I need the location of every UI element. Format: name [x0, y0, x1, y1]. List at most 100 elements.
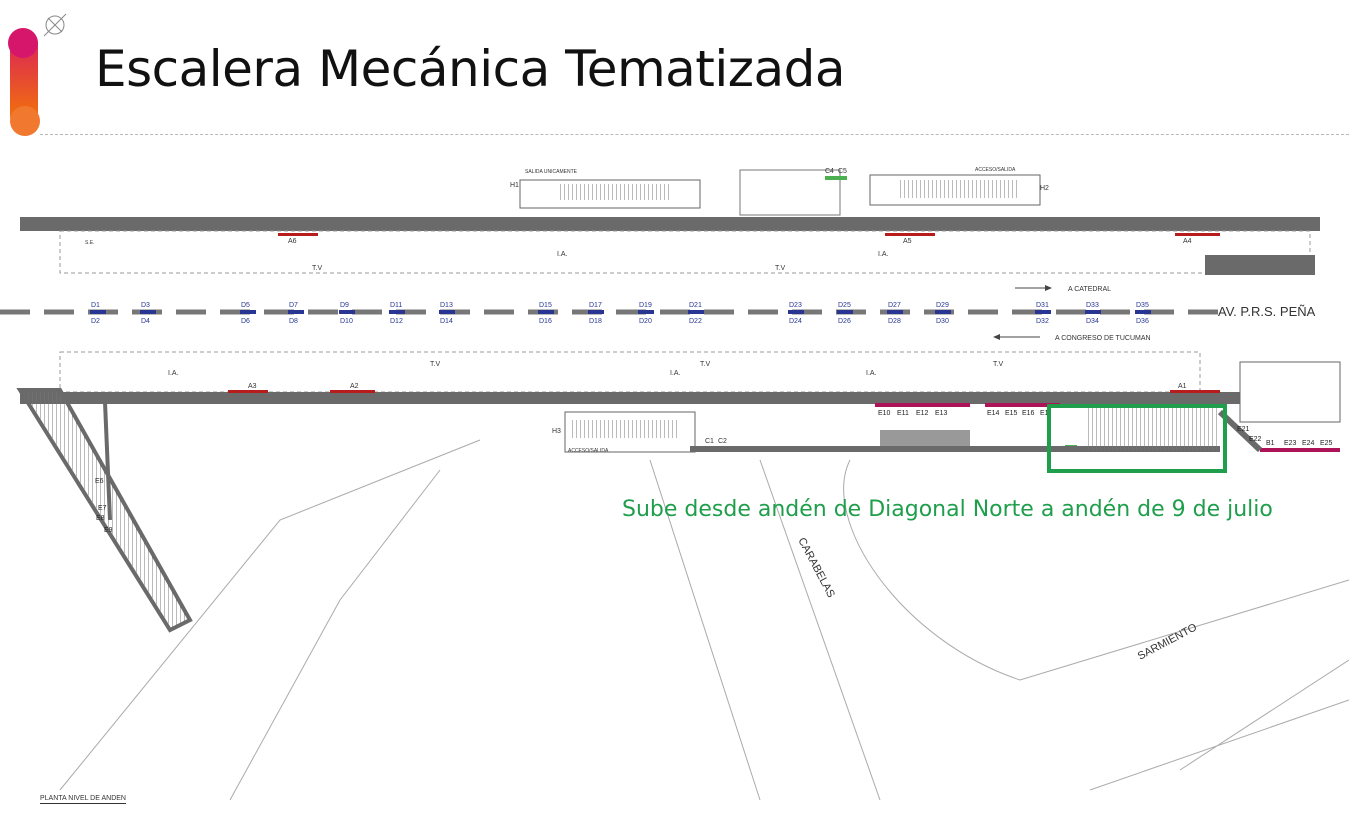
d-label-top: D21: [689, 302, 702, 309]
label-h2: H2: [1040, 185, 1049, 192]
d-label-bottom: D16: [539, 318, 552, 325]
label-a1: A1: [1178, 383, 1187, 390]
highlight-caption: Sube desde andén de Diagonal Norte a and…: [622, 497, 1273, 522]
upper-platform-wall: [20, 217, 1320, 231]
dir-congreso: A CONGRESO DE TUCUMAN: [1055, 335, 1151, 342]
elevator-block: [739, 169, 841, 216]
d-marker: [140, 310, 156, 314]
e-label: E22: [1249, 436, 1262, 443]
access-top-left: SALIDA UNICAMENTE: [525, 169, 578, 175]
highlight-box: [1047, 404, 1227, 473]
title-divider: [40, 134, 1349, 135]
label-tv-3: T.V: [430, 361, 440, 368]
e-label: E14: [987, 410, 1000, 417]
label-a2: A2: [350, 383, 359, 390]
label-c4: C4: [825, 168, 834, 175]
street-carabelas-outline: [649, 459, 881, 801]
label-a6: A6: [288, 238, 297, 245]
footer-label: PLANTA NIVEL DE ANDEN: [40, 795, 126, 804]
label-tv-1: T.V: [312, 265, 322, 272]
label-se: S.E.: [85, 240, 94, 246]
d-marker: [240, 310, 256, 314]
e-label: E7: [98, 505, 107, 512]
d-label-top: D31: [1036, 302, 1049, 309]
e-label: E6: [95, 478, 104, 485]
top-left-access: [519, 179, 701, 209]
d-label-top: D1: [91, 302, 100, 309]
d-marker: [588, 310, 604, 314]
d-marker: [935, 310, 951, 314]
equipment-room: [880, 430, 970, 446]
label-ia-5: I.A.: [866, 370, 877, 377]
d-label-bottom: D36: [1136, 318, 1149, 325]
label-c1: C1: [705, 438, 714, 445]
d-label-bottom: D24: [789, 318, 802, 325]
d-marker: [837, 310, 853, 314]
d-label-bottom: D4: [141, 318, 150, 325]
d-label-top: D7: [289, 302, 298, 309]
d-marker: [1085, 310, 1101, 314]
d-marker: [788, 310, 804, 314]
label-h1: H1: [510, 182, 519, 189]
d-label-bottom: D18: [589, 318, 602, 325]
e-label: E16: [1022, 410, 1035, 417]
d-label-bottom: D6: [241, 318, 250, 325]
d-label-bottom: D12: [390, 318, 403, 325]
label-tv-2: T.V: [775, 265, 785, 272]
d-marker: [439, 310, 455, 314]
label-ia-3: I.A.: [168, 370, 179, 377]
compass-icon: [43, 13, 67, 37]
d-label-top: D25: [838, 302, 851, 309]
d-label-bottom: D20: [639, 318, 652, 325]
street-sarmiento-outline: [843, 459, 1349, 791]
e-label: E8: [96, 515, 105, 522]
d-label-top: D19: [639, 302, 652, 309]
d-label-top: D17: [589, 302, 602, 309]
d-label-bottom: D14: [440, 318, 453, 325]
e-label: E9: [104, 527, 113, 534]
upper-platform: [59, 230, 1311, 274]
d-label-top: D35: [1136, 302, 1149, 309]
d-label-top: D9: [340, 302, 349, 309]
d-marker: [1035, 310, 1051, 314]
label-ia-1: I.A.: [557, 251, 568, 258]
d-marker: [90, 310, 106, 314]
d-label-top: D27: [888, 302, 901, 309]
d-label-top: D23: [789, 302, 802, 309]
label-tv-4: T.V: [700, 361, 710, 368]
street-outline-1: [59, 439, 481, 791]
escalator-themed: [1085, 408, 1220, 450]
e-label: E15: [1005, 410, 1018, 417]
label-c2: C2: [718, 438, 727, 445]
access-bottom: ACCESO/SALIDA: [568, 448, 609, 454]
label-ia-2: I.A.: [878, 251, 889, 258]
label-a4: A4: [1183, 238, 1192, 245]
stairs-h1: [560, 184, 670, 200]
d-label-top: D33: [1086, 302, 1099, 309]
label-h3: H3: [552, 428, 561, 435]
d-label-bottom: D2: [91, 318, 100, 325]
page-title: Escalera Mecánica Tematizada: [95, 40, 846, 98]
top-right-access: [869, 174, 1041, 206]
d-label-bottom: D34: [1086, 318, 1099, 325]
e-label: E24: [1302, 440, 1315, 447]
d-label-bottom: D10: [340, 318, 353, 325]
e-label: E11: [897, 410, 909, 417]
e-label: B1: [1266, 440, 1275, 447]
label-a3: A3: [248, 383, 257, 390]
label-tv-5: T.V: [993, 361, 1003, 368]
e-label: E21: [1237, 426, 1250, 433]
bottom-access: [564, 411, 696, 453]
e-label: E12: [916, 410, 929, 417]
e-label: E10: [878, 410, 891, 417]
d-marker: [638, 310, 654, 314]
d-label-bottom: D22: [689, 318, 702, 325]
lower-platform: [59, 351, 1201, 393]
label-ia-4: I.A.: [670, 370, 681, 377]
e-label: E1: [1040, 410, 1049, 417]
d-marker: [389, 310, 405, 314]
d-label-top: D5: [241, 302, 250, 309]
d-label-top: D13: [440, 302, 453, 309]
